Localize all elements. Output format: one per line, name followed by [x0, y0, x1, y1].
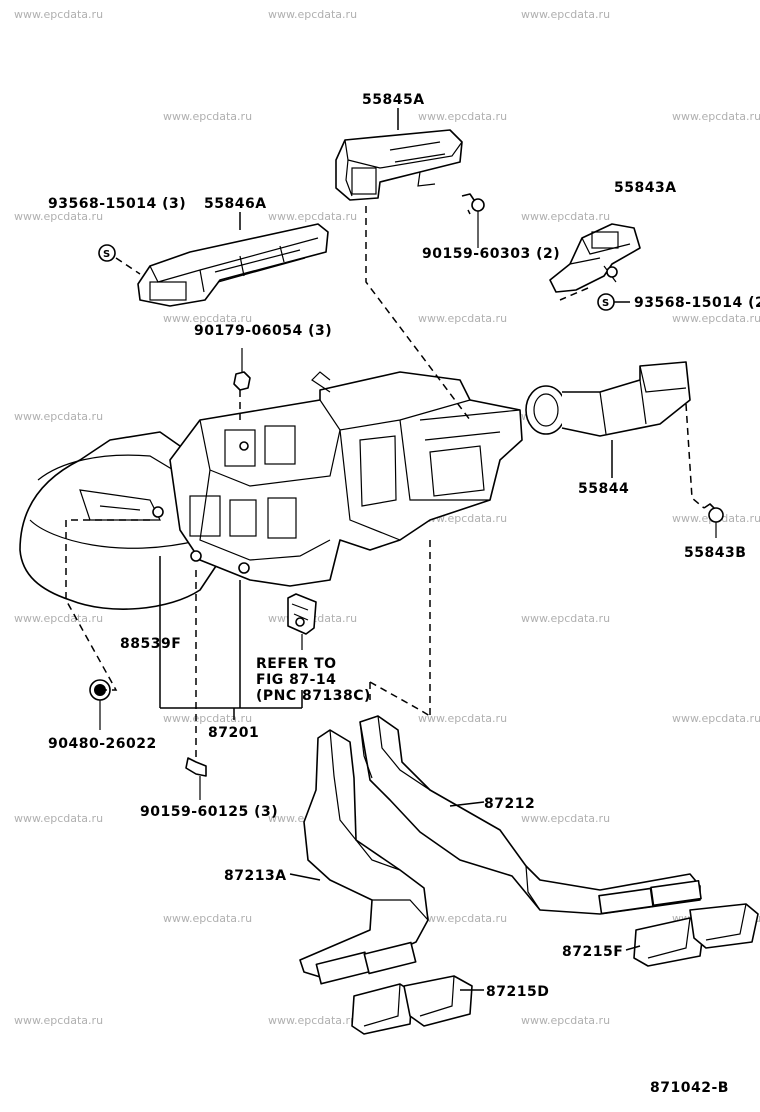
watermark: www.epcdata.ru	[163, 312, 252, 325]
watermark: www.epcdata.ru	[418, 712, 507, 725]
watermark: www.epcdata.ru	[521, 210, 610, 223]
label-88539F: 88539F	[120, 636, 181, 652]
part-55845A[interactable]	[335, 129, 463, 201]
watermark: www.epcdata.ru	[163, 712, 252, 725]
watermark: www.epcdata.ru	[672, 712, 760, 725]
watermark: www.epcdata.ru	[672, 312, 760, 325]
part-55844[interactable]	[525, 361, 691, 437]
watermark: www.epcdata.ru	[14, 410, 103, 423]
label-refer-line1: REFER TO	[256, 656, 337, 672]
label-93568-15014-3: 93568-15014 (3)	[48, 196, 186, 212]
screw-90159-60125[interactable]	[185, 757, 207, 800]
s-mark-icon: S	[602, 298, 610, 309]
watermark: www.epcdata.ru	[14, 812, 103, 825]
duct-87213A[interactable]	[299, 729, 429, 985]
watermark: www.epcdata.ru	[268, 1014, 357, 1027]
part-55843A[interactable]	[549, 223, 641, 293]
screw-90159-60303[interactable]	[461, 193, 485, 248]
label-87215F: 87215F	[562, 944, 623, 960]
leader-lines	[159, 108, 641, 991]
watermark: www.epcdata.ru	[418, 912, 507, 925]
heater-unit-87201[interactable]	[169, 371, 523, 587]
nozzle-87215F[interactable]	[633, 903, 759, 967]
dashed-lines	[65, 206, 705, 760]
s-mark-right: S	[597, 293, 630, 311]
watermark: www.epcdata.ru	[163, 912, 252, 925]
watermark: www.epcdata.ru	[521, 612, 610, 625]
label-55843A: 55843A	[614, 180, 677, 196]
watermark: www.epcdata.ru	[268, 8, 357, 21]
label-93568-15014-2: 93568-15014 (2)	[634, 295, 760, 311]
figure-code: 871042-B	[650, 1080, 729, 1096]
resistor-blower[interactable]	[287, 593, 317, 650]
part-55846A[interactable]	[137, 223, 329, 307]
watermark: www.epcdata.ru	[418, 312, 507, 325]
duct-87212[interactable]	[359, 715, 702, 915]
label-55844: 55844	[578, 481, 629, 497]
watermark: www.epcdata.ru	[14, 612, 103, 625]
nozzle-87215D[interactable]	[351, 975, 473, 1035]
watermark: www.epcdata.ru	[14, 8, 103, 21]
label-90159-60303: 90159-60303 (2)	[422, 246, 560, 262]
label-55843B: 55843B	[684, 545, 746, 561]
screw-55843B[interactable]	[703, 503, 724, 538]
grommet-90480-26022[interactable]	[89, 679, 111, 730]
label-refer-line3: (PNC 87138C)	[256, 688, 371, 704]
watermark: www.epcdata.ru	[672, 110, 760, 123]
labels: 55845A 93568-15014 (3) 55846A 55843A 901…	[48, 92, 760, 1096]
label-55846A: 55846A	[204, 196, 267, 212]
watermark: www.epcdata.ru	[418, 110, 507, 123]
watermark: www.epcdata.ru	[268, 210, 357, 223]
watermark: www.epcdata.ru	[163, 110, 252, 123]
watermark: www.epcdata.ru	[521, 1014, 610, 1027]
s-mark-top-left: S	[98, 244, 141, 275]
label-87201: 87201	[208, 725, 259, 741]
label-90480-26022: 90480-26022	[48, 736, 157, 752]
s-mark-icon: S	[103, 249, 111, 260]
watermark: www.epcdata.ru	[521, 812, 610, 825]
watermark: www.epcdata.ru	[521, 8, 610, 21]
label-refer-line2: FIG 87-14	[256, 672, 336, 688]
label-87212: 87212	[484, 796, 535, 812]
label-87215D: 87215D	[486, 984, 549, 1000]
watermark: www.epcdata.ru	[14, 1014, 103, 1027]
label-90159-60125: 90159-60125 (3)	[140, 804, 278, 820]
label-87213A: 87213A	[224, 868, 287, 884]
label-90179-06054: 90179-06054 (3)	[194, 323, 332, 339]
nut-90179-06054[interactable]	[233, 348, 251, 391]
label-55845A: 55845A	[362, 92, 425, 108]
watermark: www.epcdata.ru	[14, 210, 103, 223]
